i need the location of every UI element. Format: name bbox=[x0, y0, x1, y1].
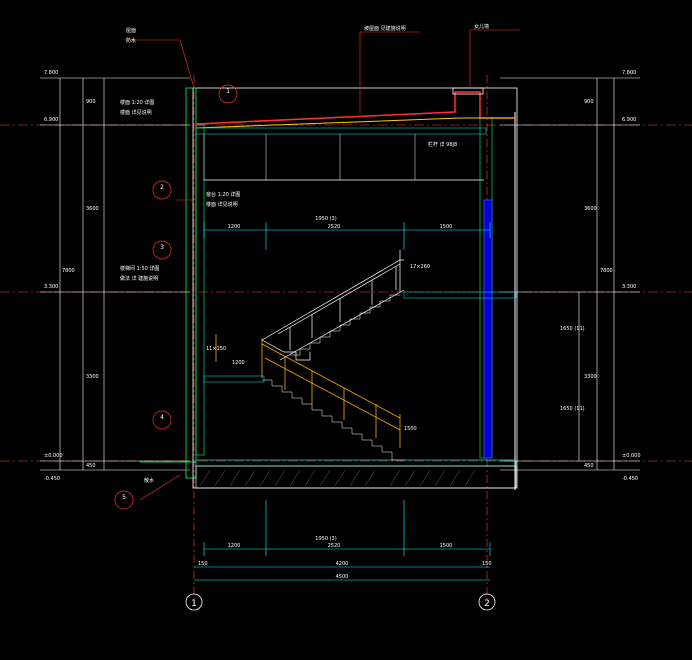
dim-right-2: 3600 bbox=[584, 206, 597, 212]
bottom-dims bbox=[194, 500, 491, 581]
parapet-note: 屋面 bbox=[126, 28, 136, 34]
dim-right-4: 450 bbox=[584, 463, 594, 469]
bottom-dim-total: 1950 (3) bbox=[315, 536, 336, 542]
stair-up-label: 17×260 bbox=[410, 264, 430, 270]
top-dim-a: 1200 bbox=[228, 224, 241, 230]
bottom-dim-overall: 4500 bbox=[336, 574, 349, 580]
mid-note-2: 做法 详 建施说明 bbox=[120, 275, 158, 282]
grid-axis-2-label: 2 bbox=[484, 599, 490, 609]
right-note: 栏杆 详 98J8 bbox=[428, 141, 457, 148]
window-note-2: 楼面 详见说明 bbox=[206, 201, 238, 208]
dim-right-3: 3300 bbox=[584, 374, 597, 380]
parapet-callout: 女儿墙 bbox=[474, 23, 489, 30]
stair-upper-flight bbox=[261, 250, 405, 361]
floor-note-2: 楼面 详见说明 bbox=[120, 109, 152, 116]
elev-right-1: 7.800 bbox=[622, 70, 636, 76]
elev-right-2: 6.900 bbox=[622, 117, 636, 123]
callout-4: 4 bbox=[160, 414, 164, 421]
grid-axis-2 bbox=[478, 593, 496, 611]
mid-note-1: 楼梯间 1:50 详图 bbox=[120, 265, 159, 272]
parapet-note-2: 防水 bbox=[126, 37, 136, 44]
dim-left-5: 7800 bbox=[62, 268, 75, 274]
bottom-dim-c: 1500 bbox=[440, 543, 453, 549]
elev-left-2: 6.900 bbox=[44, 117, 58, 123]
top-dim-b: 2520 bbox=[328, 224, 341, 230]
right-dimensions bbox=[500, 77, 640, 471]
callout-1: 1 bbox=[226, 88, 230, 95]
elev-left-3: 3.300 bbox=[44, 284, 58, 290]
left-dimensions bbox=[40, 77, 190, 471]
dim-right-5: 7800 bbox=[600, 268, 613, 274]
stair-flight-label: 1500 bbox=[404, 426, 417, 432]
roof-note: 坡屋面 见建施说明 bbox=[364, 25, 406, 32]
grid-axis-1 bbox=[185, 593, 203, 611]
floor-note-1: 楼面 1:20 详图 bbox=[120, 99, 154, 106]
top-dim-c: 1500 bbox=[440, 224, 453, 230]
stair-landing bbox=[203, 375, 265, 383]
dim-left-1: 900 bbox=[86, 99, 96, 105]
leaders bbox=[124, 29, 520, 501]
dim-left-2: 3600 bbox=[86, 206, 99, 212]
elev-right-4: ±0.000 bbox=[622, 453, 641, 459]
building-section bbox=[140, 87, 518, 490]
top-dim-total: 1950 (3) bbox=[315, 216, 336, 222]
elev-left-5: -0.450 bbox=[44, 476, 60, 482]
right-vert-b: 1650 (11) bbox=[560, 406, 585, 412]
right-vert-a: 1650 (11) bbox=[560, 326, 585, 332]
stair-steps-lower bbox=[262, 379, 404, 461]
basement-note: 散水 bbox=[144, 477, 154, 484]
stair-steps-upper bbox=[290, 294, 400, 356]
dim-left-3: 3300 bbox=[86, 374, 99, 380]
grid-axis-1-label: 1 bbox=[191, 599, 197, 609]
bottom-dim-b: 2520 bbox=[328, 543, 341, 549]
elev-right-5: -0.450 bbox=[622, 476, 638, 482]
elev-right-3: 3.300 bbox=[622, 284, 636, 290]
ground-hatch bbox=[199, 469, 476, 487]
bottom-dim-edge-r: 150 bbox=[482, 561, 492, 567]
dim-right-1: 900 bbox=[584, 99, 594, 105]
stair-lower-flight bbox=[261, 338, 401, 448]
elev-left-1: 7.800 bbox=[44, 70, 58, 76]
stair-landing-label: 1200 bbox=[232, 360, 245, 366]
callout-3: 3 bbox=[160, 244, 164, 251]
top-dims bbox=[203, 222, 491, 250]
dim-left-4: 450 bbox=[86, 463, 96, 469]
callout-5: 5 bbox=[122, 494, 126, 501]
elev-left-4: ±0.000 bbox=[44, 453, 63, 459]
bottom-dim-edge-l: 150 bbox=[198, 561, 208, 567]
callout-bubbles bbox=[114, 84, 238, 510]
window-note-1: 窗台 1:20 详图 bbox=[206, 191, 240, 198]
bottom-dim-span: 4200 bbox=[336, 561, 349, 567]
callout-2: 2 bbox=[160, 184, 164, 191]
stair-left-upper: 11×150 bbox=[206, 346, 226, 352]
bottom-dim-a: 1200 bbox=[228, 543, 241, 549]
